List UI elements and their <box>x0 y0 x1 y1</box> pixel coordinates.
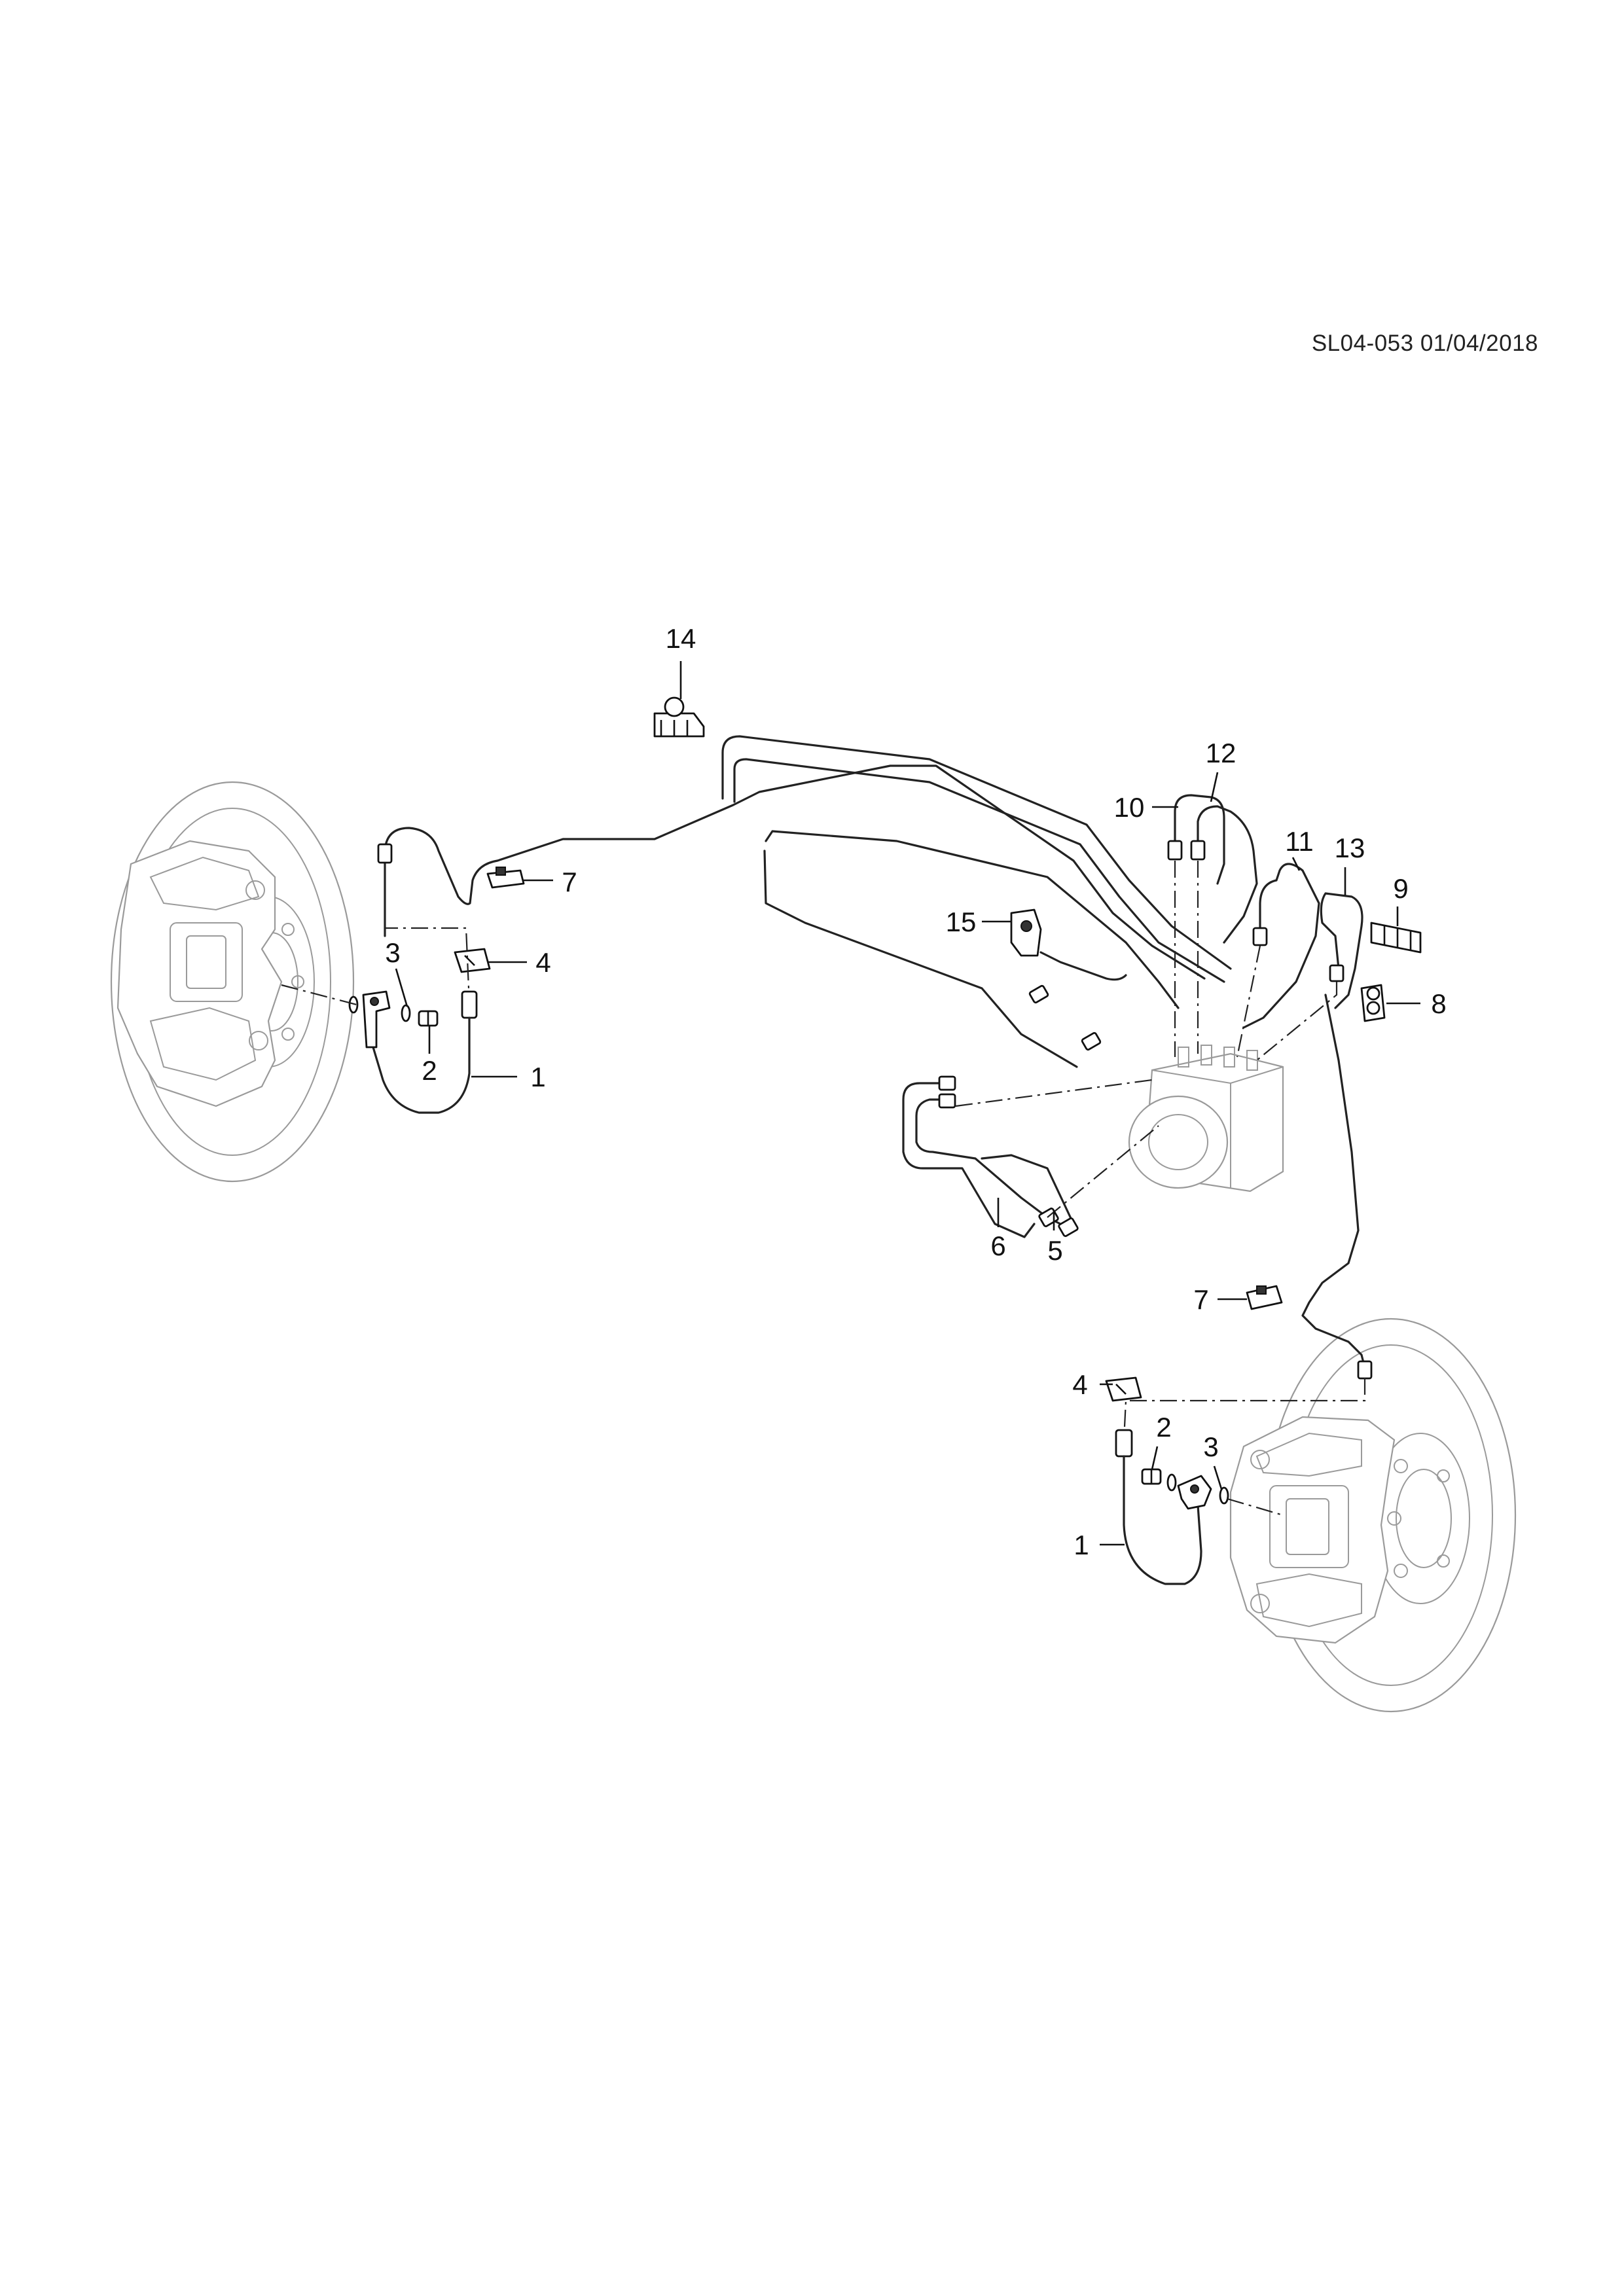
right-clip-7 <box>1246 1285 1283 1310</box>
clip-8 <box>1360 984 1386 1022</box>
callout-13: 13 <box>1335 833 1365 863</box>
callout-right-4: 4 <box>1072 1369 1087 1400</box>
left-washer-3 <box>348 996 411 1022</box>
brake-pipes <box>384 735 1366 1369</box>
right-retainer-4 <box>1105 1376 1142 1402</box>
callout-6: 6 <box>990 1230 1005 1261</box>
callout-9: 9 <box>1393 873 1408 904</box>
callout-left-4: 4 <box>535 947 550 978</box>
document-code: SL04-053 01/04/2018 <box>1311 331 1538 356</box>
right-brake-caliper <box>1229 1416 1396 1644</box>
alignment-lines <box>281 861 1366 1516</box>
right-bolt-2 <box>1141 1468 1162 1485</box>
bracket-15 <box>1010 908 1042 957</box>
right-flex-hose-1 <box>1115 1429 1212 1585</box>
callout-right-3: 3 <box>1203 1431 1218 1462</box>
callout-10: 10 <box>1114 792 1145 823</box>
callout-left-2: 2 <box>422 1055 437 1086</box>
pipe-fittings <box>377 840 1373 1380</box>
callout-right-1: 1 <box>1074 1530 1089 1560</box>
clip-9 <box>1370 922 1422 954</box>
callout-left-1: 1 <box>530 1062 545 1092</box>
callout-labels: 1 2 3 4 7 14 15 10 12 11 13 9 8 6 5 7 4 … <box>385 623 1446 1560</box>
left-clip-7 <box>486 867 525 889</box>
clip-14 <box>653 696 705 738</box>
callout-14: 14 <box>666 623 696 654</box>
left-retainer-4 <box>454 948 491 973</box>
callout-5: 5 <box>1047 1235 1062 1266</box>
callout-left-3: 3 <box>385 937 400 968</box>
left-brake-caliper <box>117 840 283 1107</box>
callout-left-7: 7 <box>562 867 577 897</box>
callout-12: 12 <box>1206 738 1236 768</box>
callout-11: 11 <box>1285 826 1314 857</box>
callout-right-7: 7 <box>1193 1284 1208 1315</box>
callout-right-2: 2 <box>1156 1412 1171 1443</box>
right-washer-3 <box>1166 1473 1229 1505</box>
callout-15: 15 <box>946 906 977 937</box>
abs-modulator <box>1128 1045 1284 1193</box>
left-bolt-2 <box>418 1010 439 1027</box>
callout-8: 8 <box>1431 988 1446 1019</box>
left-flex-hose-1 <box>362 990 478 1114</box>
leader-lines <box>395 661 1420 1546</box>
